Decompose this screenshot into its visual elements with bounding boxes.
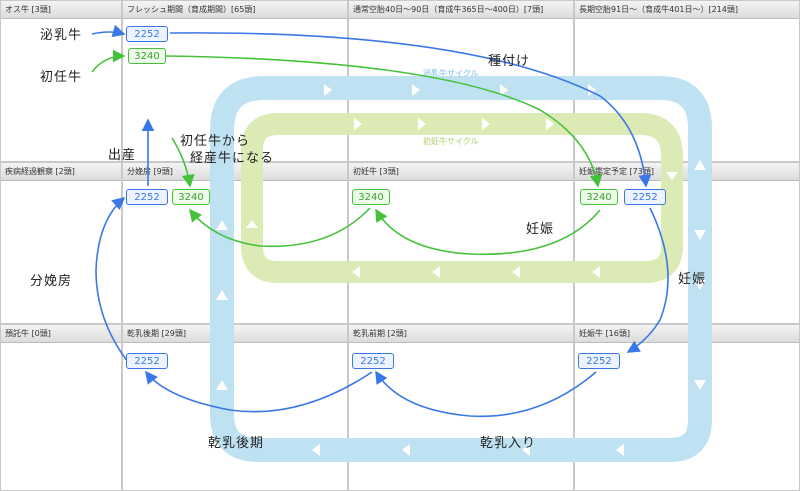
tag-drylate-2252[interactable]: 2252 bbox=[126, 353, 168, 369]
heifer-cycle-label: 初妊牛サイクル bbox=[423, 137, 479, 146]
tag-pregcheck-2252[interactable]: 2252 bbox=[624, 189, 666, 205]
label-becomes-parous: 経産牛になる bbox=[190, 151, 275, 166]
cell-pregnant[interactable]: 妊娠牛 [16頭] bbox=[574, 324, 800, 491]
label-pregnancy-right: 妊娠 bbox=[678, 272, 707, 287]
label-heifer-becomes: 初任牛から bbox=[180, 134, 251, 149]
tag-pregcheck-3240[interactable]: 3240 bbox=[580, 189, 618, 205]
milking-cycle-label: 泌乳牛サイクル bbox=[423, 69, 479, 78]
cell-male-cattle[interactable]: オス牛 [3頭] bbox=[0, 0, 122, 162]
cell-header-consigned-cattle: 預託牛 [0頭] bbox=[1, 325, 121, 343]
cell-header-long-open: 長期空胎91日〜（育成牛401日〜）[214頭] bbox=[575, 1, 799, 19]
tag-calving-2252[interactable]: 2252 bbox=[126, 189, 168, 205]
tag-dryearly-2252[interactable]: 2252 bbox=[352, 353, 394, 369]
label-first-time-cow: 初任牛 bbox=[40, 70, 83, 85]
tag-fresh-3240[interactable]: 3240 bbox=[128, 48, 166, 64]
tag-firstpreg-3240[interactable]: 3240 bbox=[352, 189, 390, 205]
label-pregnancy-mid: 妊娠 bbox=[526, 222, 555, 237]
cell-header-fresh-period: フレッシュ期間（育成期間）[65頭] bbox=[123, 1, 347, 19]
cell-header-dry-late: 乾乳後期 [29頭] bbox=[123, 325, 347, 343]
label-milking-cow: 泌乳牛 bbox=[40, 28, 83, 43]
tag-pregnant-2252[interactable]: 2252 bbox=[578, 353, 620, 369]
tag-calving-3240[interactable]: 3240 bbox=[172, 189, 210, 205]
cell-header-dry-early: 乾乳前期 [2頭] bbox=[349, 325, 573, 343]
tag-fresh-2252[interactable]: 2252 bbox=[126, 26, 168, 42]
label-dry-entry: 乾乳入り bbox=[480, 436, 537, 451]
label-calving: 出産 bbox=[108, 148, 137, 163]
cell-header-male-cattle: オス牛 [3頭] bbox=[1, 1, 121, 19]
label-late-dry: 乾乳後期 bbox=[208, 436, 265, 451]
cell-header-normal-open: 通常空胎40日〜90日（育成牛365日〜400日）[7頭] bbox=[349, 1, 573, 19]
label-insemination: 種付け bbox=[488, 54, 531, 69]
cell-header-disease-observation: 疾病経過観察 [2頭] bbox=[1, 163, 121, 181]
label-calving-room: 分娩房 bbox=[30, 274, 73, 289]
